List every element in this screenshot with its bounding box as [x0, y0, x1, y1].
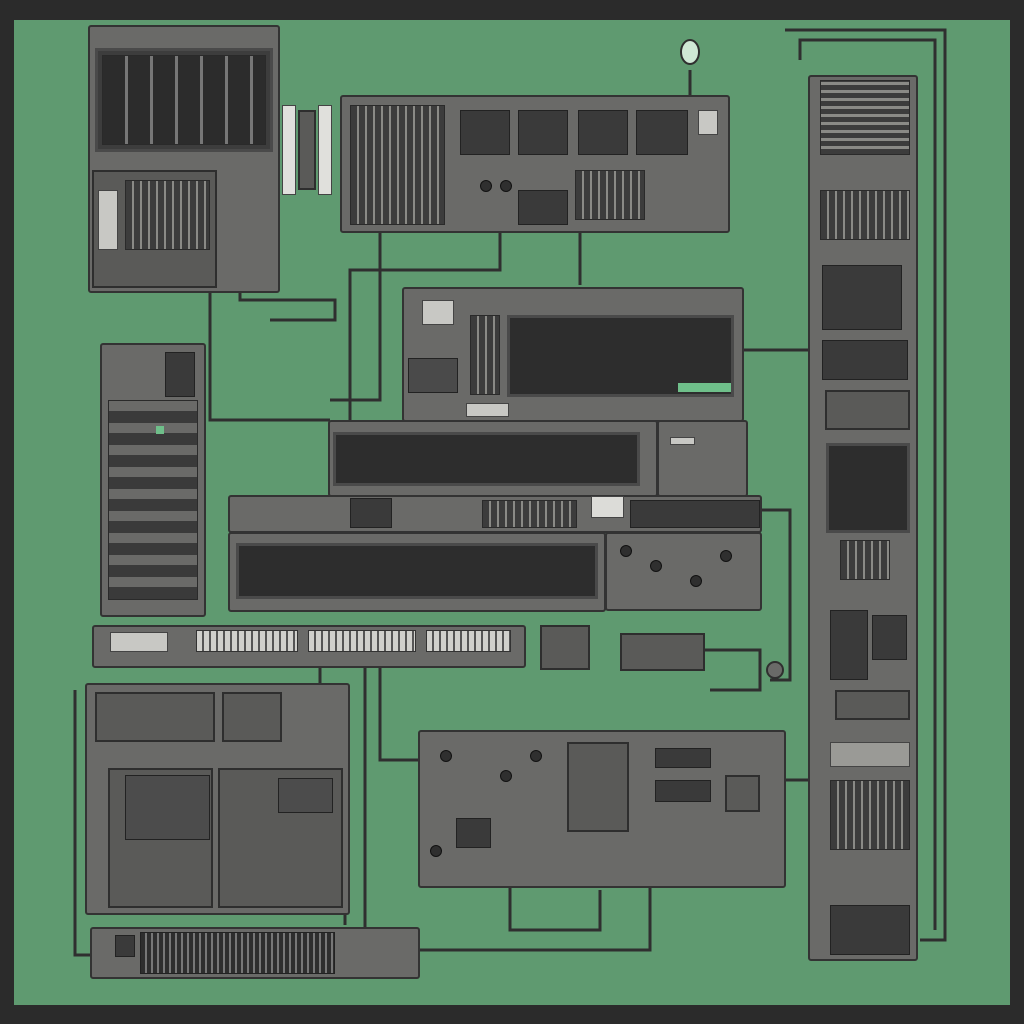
- cable: [508, 888, 602, 932]
- small-device: [540, 625, 590, 670]
- knob-icon: [500, 770, 512, 782]
- cable: [798, 38, 937, 930]
- display: [518, 110, 568, 155]
- cable: [208, 290, 330, 422]
- cable: [378, 668, 418, 762]
- module: [725, 775, 760, 812]
- display: [278, 778, 333, 813]
- knob-icon: [650, 560, 662, 572]
- label-plate: [591, 496, 624, 518]
- knob-icon: [440, 750, 452, 762]
- module: [298, 110, 316, 190]
- display: [350, 498, 392, 528]
- side-module: [657, 420, 748, 497]
- cable: [330, 232, 382, 402]
- display: [830, 905, 910, 955]
- keyboard-keys[interactable]: [196, 630, 298, 652]
- display: [822, 340, 908, 380]
- device-box: [567, 742, 629, 832]
- module: [222, 692, 282, 742]
- label-plate: [830, 742, 910, 767]
- display: [822, 265, 902, 330]
- cable: [348, 232, 502, 420]
- module: [318, 105, 332, 195]
- display: [456, 818, 491, 848]
- switch-bank: [482, 500, 577, 528]
- switch-bank: [830, 780, 910, 850]
- switch-bank: [470, 315, 500, 395]
- switch-bank: [350, 105, 445, 225]
- lamp-icon: [680, 39, 700, 65]
- status-bar: [678, 383, 731, 392]
- knob-icon: [720, 550, 732, 562]
- indicator: [698, 110, 718, 135]
- control-box: [605, 532, 762, 611]
- knob-icon: [480, 180, 492, 192]
- module: [282, 105, 296, 195]
- module: [95, 692, 215, 742]
- display: [165, 352, 195, 397]
- knob-icon: [620, 545, 632, 557]
- wide-display-screen: [333, 432, 640, 486]
- vent-grille: [140, 932, 335, 974]
- knob-icon: [690, 575, 702, 587]
- module: [110, 632, 168, 652]
- display: [872, 615, 907, 660]
- switch-bank: [125, 180, 210, 250]
- display: [830, 610, 868, 680]
- cable: [762, 508, 792, 682]
- keypad: [840, 540, 890, 580]
- cable: [705, 648, 762, 692]
- module: [825, 390, 910, 430]
- knob-icon: [500, 180, 512, 192]
- display: [636, 110, 688, 155]
- display: [655, 780, 711, 802]
- small-device: [620, 633, 705, 671]
- display: [115, 935, 135, 957]
- switch-bank: [820, 80, 910, 155]
- display: [408, 358, 458, 393]
- knob-icon: [766, 661, 784, 679]
- switch-bank: [108, 400, 198, 600]
- module: [835, 690, 910, 720]
- tower-monitor: [826, 443, 910, 533]
- display: [125, 775, 210, 840]
- knob-icon: [530, 750, 542, 762]
- cable: [785, 28, 947, 942]
- cable: [420, 888, 652, 952]
- display: [460, 110, 510, 155]
- label-plate: [466, 403, 509, 417]
- display: [518, 190, 568, 225]
- knob-icon: [430, 845, 442, 857]
- keyboard-keys[interactable]: [426, 630, 511, 652]
- indicator-light: [156, 426, 164, 434]
- switch-bank: [575, 170, 645, 220]
- monitor-tiles: [102, 55, 266, 145]
- lower-monitor-screen: [236, 543, 598, 599]
- cable: [73, 690, 90, 957]
- display: [578, 110, 628, 155]
- mini-screen: [422, 300, 454, 325]
- display: [655, 748, 711, 768]
- switch-bank: [820, 190, 910, 240]
- indicator: [98, 190, 118, 250]
- keyboard-keys[interactable]: [308, 630, 416, 652]
- display: [630, 500, 760, 528]
- indicator: [670, 437, 695, 445]
